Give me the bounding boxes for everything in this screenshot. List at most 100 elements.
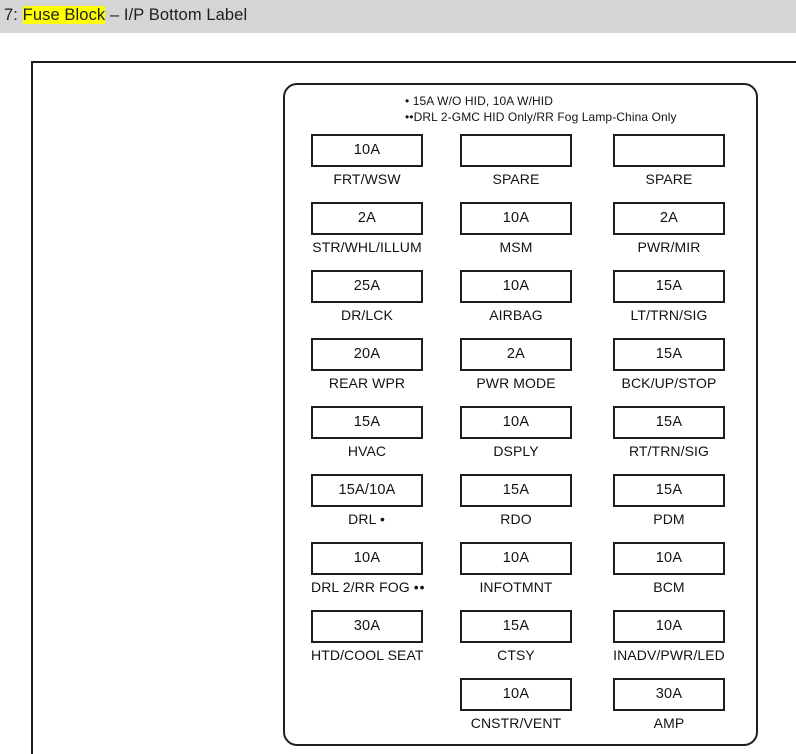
page-title: 7: Fuse Block – I/P Bottom Label — [4, 6, 247, 25]
fuse-label: CTSY — [497, 647, 535, 663]
fuse-rating: 2A — [357, 210, 377, 227]
fuse-rating: 10A — [502, 686, 530, 703]
fuse-rating: 15A/10A — [338, 482, 396, 499]
fuse-slot[interactable]: 15A RDO — [460, 474, 572, 536]
fuse-label: SPARE — [492, 171, 540, 187]
fuse-box[interactable]: 2A — [460, 338, 572, 371]
fuse-box[interactable]: 10A — [460, 678, 572, 711]
fuse-slot[interactable]: 10A AIRBAG — [460, 270, 572, 332]
fuse-label: AIRBAG — [489, 307, 543, 323]
fuse-box[interactable]: 10A — [460, 270, 572, 303]
fuse-label: MSM — [499, 239, 533, 255]
fuse-block-panel: • 15A W/O HID, 10A W/HID ••DRL 2-GMC HID… — [283, 83, 758, 746]
fuse-label: AMP — [653, 715, 685, 731]
fuse-rating: 30A — [655, 686, 683, 703]
fuse-box[interactable] — [460, 134, 572, 167]
fuse-label: INADV/PWR/LED — [613, 647, 725, 663]
fuse-rating: 10A — [655, 618, 683, 635]
fuse-box[interactable]: 10A — [311, 134, 423, 167]
fuse-box[interactable]: 30A — [311, 610, 423, 643]
fuse-box[interactable]: 15A — [460, 474, 572, 507]
fuse-box[interactable]: 10A — [460, 542, 572, 575]
fuse-label: INFOTMNT — [479, 579, 553, 595]
fuse-rating: 15A — [502, 618, 530, 635]
fuse-slot[interactable]: 25A DR/LCK — [311, 270, 423, 332]
fuse-box[interactable]: 2A — [311, 202, 423, 235]
fuse-label: HTD/COOL SEAT — [311, 647, 424, 663]
fuse-slot[interactable]: 2A PWR MODE — [460, 338, 572, 400]
fuse-box[interactable]: 10A — [460, 406, 572, 439]
fuse-label: RDO — [500, 511, 532, 527]
fuse-box[interactable]: 10A — [311, 542, 423, 575]
fuse-slot[interactable]: 15A RT/TRN/SIG — [613, 406, 725, 468]
fuse-box[interactable]: 2A — [613, 202, 725, 235]
fuse-label: HVAC — [347, 443, 387, 459]
fuse-box[interactable]: 15A — [613, 474, 725, 507]
fuse-box[interactable]: 15A — [613, 270, 725, 303]
fuse-rating: 10A — [502, 210, 530, 227]
fuse-rating: 20A — [353, 346, 381, 363]
fuse-slot[interactable]: 15A/10A DRL • — [311, 474, 423, 536]
fuse-box[interactable] — [613, 134, 725, 167]
fuse-box[interactable]: 15A — [460, 610, 572, 643]
fuse-rating: 30A — [353, 618, 381, 635]
fuse-box[interactable]: 15A — [613, 406, 725, 439]
fuse-box[interactable]: 15A — [613, 338, 725, 371]
fuse-slot[interactable]: 15A LT/TRN/SIG — [613, 270, 725, 332]
fuse-box[interactable]: 10A — [613, 610, 725, 643]
fuse-rating: 15A — [502, 482, 530, 499]
header-bar: 7: Fuse Block – I/P Bottom Label — [0, 0, 796, 33]
fuse-slot[interactable]: 2A PWR/MIR — [613, 202, 725, 264]
fuse-rating: 10A — [502, 550, 530, 567]
fuse-rating: 15A — [353, 414, 381, 431]
fuse-box[interactable]: 15A/10A — [311, 474, 423, 507]
fuse-label: STR/WHL/ILLUM — [312, 239, 422, 255]
fuse-label: SPARE — [645, 171, 693, 187]
page-title-prefix: 7: — [4, 6, 23, 24]
fuse-box[interactable]: 20A — [311, 338, 423, 371]
fuse-rating: 15A — [655, 482, 683, 499]
page-title-suffix: – I/P Bottom Label — [105, 6, 248, 24]
fuse-label: LT/TRN/SIG — [630, 307, 708, 323]
fuse-slot[interactable]: 15A PDM — [613, 474, 725, 536]
fuse-slot[interactable]: 10A INADV/PWR/LED — [613, 610, 725, 672]
fuse-slot[interactable]: 15A HVAC — [311, 406, 423, 468]
fuse-rating: 15A — [655, 414, 683, 431]
fuse-label: PDM — [653, 511, 685, 527]
fuse-label: DRL • — [348, 511, 386, 527]
fuse-rating: 10A — [502, 278, 530, 295]
fuse-slot[interactable]: 30A HTD/COOL SEAT — [311, 610, 423, 672]
fuse-rating: 2A — [659, 210, 679, 227]
diagram-frame — [31, 61, 796, 754]
fuse-box[interactable]: 15A — [311, 406, 423, 439]
fuse-rating: 2A — [506, 346, 526, 363]
fuse-label: RT/TRN/SIG — [628, 443, 710, 459]
panel-notes: • 15A W/O HID, 10A W/HID ••DRL 2-GMC HID… — [405, 93, 750, 125]
fuse-rating: 15A — [655, 278, 683, 295]
fuse-label: PWR/MIR — [637, 239, 701, 255]
fuse-label: DR/LCK — [341, 307, 393, 323]
note-line-1: • 15A W/O HID, 10A W/HID — [405, 94, 553, 108]
fuse-box[interactable]: 10A — [613, 542, 725, 575]
fuse-rating: 25A — [353, 278, 381, 295]
fuse-slot[interactable]: 10A MSM — [460, 202, 572, 264]
fuse-slot[interactable]: 2A STR/WHL/ILLUM — [311, 202, 423, 264]
fuse-box[interactable]: 10A — [460, 202, 572, 235]
fuse-slot[interactable]: 30A AMP — [613, 678, 725, 740]
fuse-slot[interactable]: SPARE — [460, 134, 572, 196]
fuse-box[interactable]: 25A — [311, 270, 423, 303]
fuse-label: PWR MODE — [476, 375, 556, 391]
fuse-rating: 10A — [655, 550, 683, 567]
fuse-rating: 15A — [655, 346, 683, 363]
fuse-slot[interactable]: 15A CTSY — [460, 610, 572, 672]
fuse-slot[interactable]: SPARE — [613, 134, 725, 196]
fuse-box[interactable]: 30A — [613, 678, 725, 711]
fuse-slot[interactable]: 10A INFOTMNT — [460, 542, 572, 604]
